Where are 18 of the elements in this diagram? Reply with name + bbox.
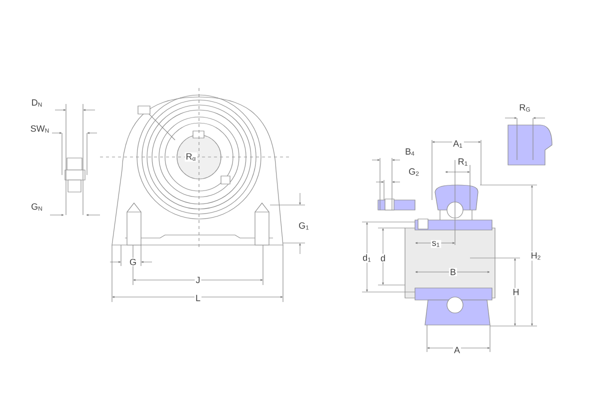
dimension-label: G$_{1}$	[298, 221, 310, 231]
dimension-label: SW$_{N}$	[29, 124, 51, 134]
dimension-label: H	[512, 288, 520, 296]
dimension-label: A$_{1}$	[452, 139, 464, 149]
dimension-label: G$_{2}$	[408, 167, 420, 177]
dimension-label: B$_{4}$	[404, 147, 416, 157]
dimension-label: L	[194, 294, 202, 302]
dimension-label: G$_{N}$	[30, 202, 44, 212]
dimension-label: J	[194, 276, 202, 284]
dimension-label: R$_{G}$	[518, 103, 532, 113]
dimension-label: s$_{1}$	[430, 240, 442, 248]
dimension-label: A	[453, 346, 461, 354]
dimension-label: R$_{1}$	[456, 157, 470, 167]
dimension-label: H$_{2}$	[530, 251, 542, 261]
dimension-label: D$_{N}$	[30, 98, 44, 108]
dimension-label: d$_{1}$	[362, 253, 372, 263]
dimension-label: G	[128, 258, 138, 266]
dimension-label: d	[380, 254, 386, 262]
